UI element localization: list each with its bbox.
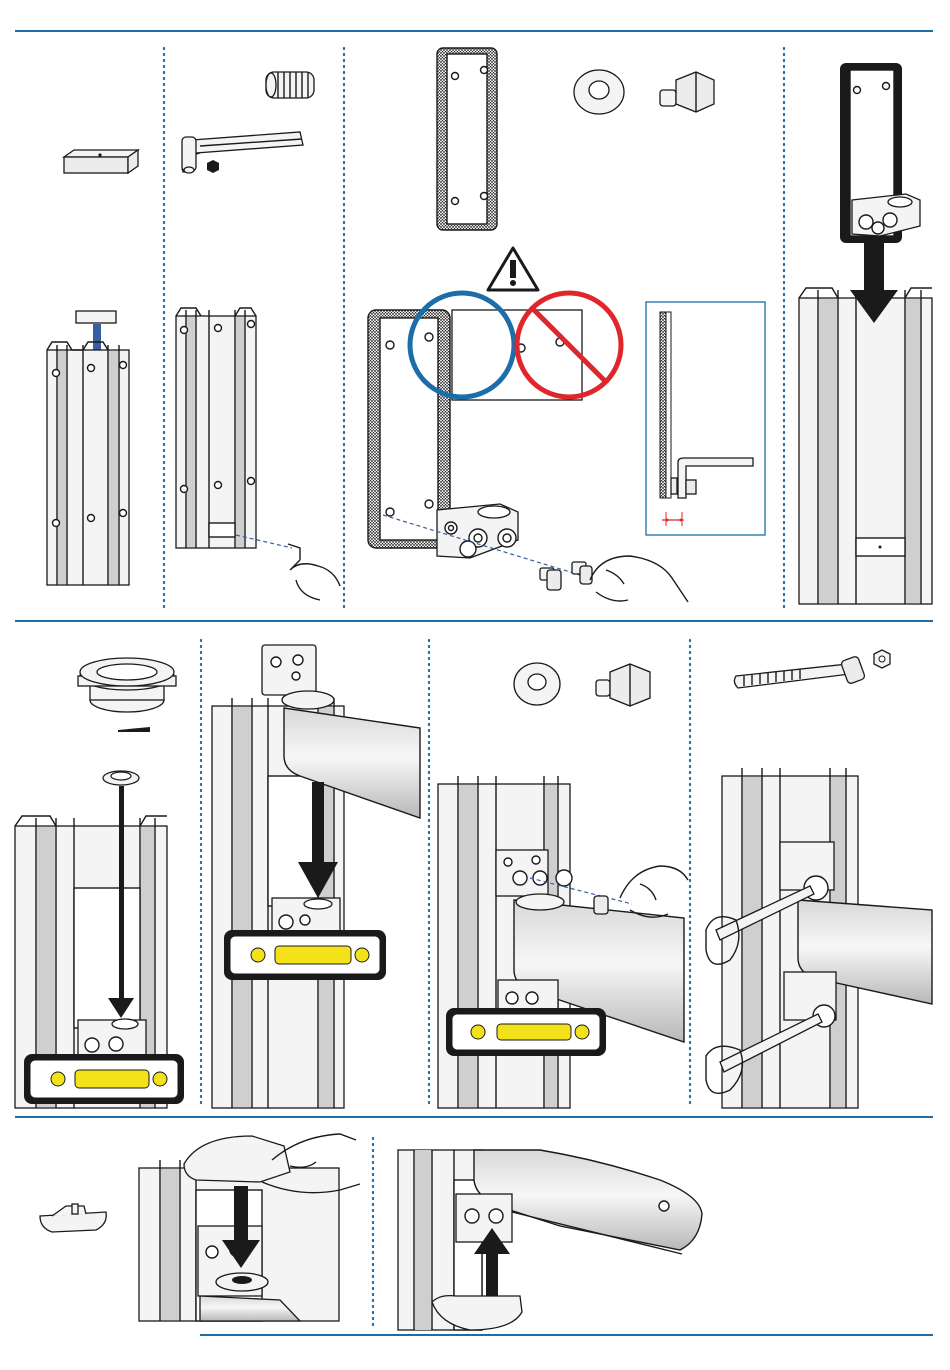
plate-assembly [368,310,582,558]
step-set-screw [176,72,340,600]
step-tighten [706,650,932,1108]
hex-socket-icon [207,160,219,173]
step-second-bracket [438,663,688,1108]
step-cover-bottom [398,1150,702,1330]
spirit-level-icon [446,1008,606,1056]
bolt-icon [596,664,650,706]
rail-profile [176,308,256,548]
spirit-level-icon [224,930,386,980]
lower-bracket [456,1194,512,1242]
warning-triangle-icon [488,248,538,290]
step-arm-onto-bracket [212,645,420,1108]
bolt-small [594,896,608,914]
step-bushing [15,658,184,1108]
bolt-icon [540,562,592,590]
hex-nut-hole [879,656,885,662]
step-cover-top [40,1134,360,1321]
washer-icon [514,663,560,705]
hex-key-icon [182,132,303,173]
cross-section-detail-icon [646,302,765,535]
rail-profile [799,288,932,604]
back-plate-icon [840,63,920,243]
rail-profile [47,342,129,585]
back-plate-icon [437,48,497,230]
slide-nut-small [76,311,116,323]
step-plate-bracket [368,48,765,602]
upper-bracket [262,645,334,709]
bushing-icon [78,658,176,732]
bolt-icon [660,72,714,112]
washer-icon [574,70,624,114]
spirit-level-icon [24,1054,184,1104]
bushing-icon [103,771,139,785]
slide-nut-icon [64,150,138,173]
step-plate-onto-rail [799,63,932,604]
step-slide-nut [47,150,138,585]
set-screw-icon [266,72,314,98]
hand-icon [620,866,688,917]
hand-icon [290,564,340,600]
hand-icon [590,556,688,602]
socket-wrench-icon [734,656,865,688]
end-cap-icon [40,1204,106,1232]
upper-bracket [198,1226,268,1296]
arm-screw-icon [659,1201,669,1211]
